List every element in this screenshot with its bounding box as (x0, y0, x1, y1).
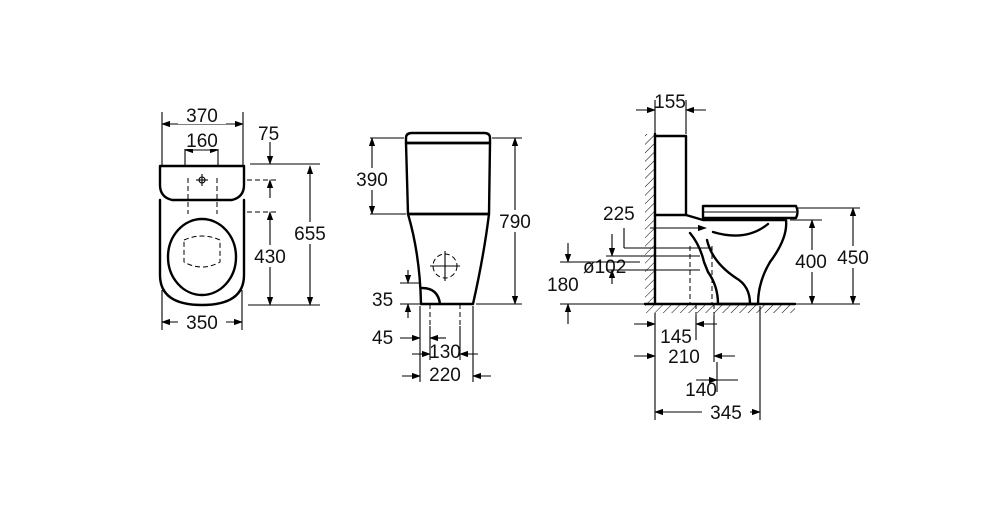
seat-lid-outline (701, 204, 799, 220)
dim-130: 130 (429, 342, 461, 363)
bowl-inner-dashed (183, 235, 221, 268)
dim-155: 155 (654, 92, 686, 113)
dim-140: 140 (685, 380, 717, 401)
dim-370: 370 (186, 106, 218, 127)
dim-o102: ø102 (583, 257, 626, 278)
section-view: 155 225 ø102 180 400 450 145 (547, 92, 875, 424)
cistern-outline (404, 141, 492, 216)
dim-790: 790 (499, 212, 531, 233)
cistern-top-outline (158, 164, 246, 202)
wall-hatch (645, 134, 655, 304)
section-bowl-outline (684, 213, 788, 306)
flush-button-icon (196, 174, 208, 186)
section-trap (705, 222, 770, 306)
dim-35: 35 (372, 290, 393, 311)
cistern-lid-outline (404, 131, 492, 145)
dim-450: 450 (837, 248, 869, 269)
dim-400: 400 (795, 252, 827, 273)
section-cistern-outline (653, 134, 688, 217)
dim-390: 390 (356, 170, 388, 191)
bowl-opening (166, 217, 238, 297)
front-view: 370 160 75 655 430 350 (158, 104, 332, 334)
dim-180: 180 (547, 275, 579, 296)
dim-75: 75 (258, 124, 279, 145)
inlet-corner (420, 286, 442, 306)
floor-hatch (645, 304, 795, 313)
dim-210: 210 (668, 347, 700, 368)
dim-145: 145 (660, 327, 692, 348)
dim-430: 430 (254, 247, 286, 268)
dim-45: 45 (372, 328, 393, 349)
side-view: 390 790 35 45 130 220 (350, 131, 537, 386)
dim-220: 220 (429, 365, 461, 386)
pan-outline (406, 212, 491, 306)
dim-350: 350 (186, 313, 218, 334)
dim-345: 345 (710, 403, 742, 424)
dim-225: 225 (603, 204, 635, 225)
dim-160: 160 (186, 131, 218, 152)
dim-655: 655 (294, 224, 326, 245)
bowl-outline (158, 198, 246, 307)
